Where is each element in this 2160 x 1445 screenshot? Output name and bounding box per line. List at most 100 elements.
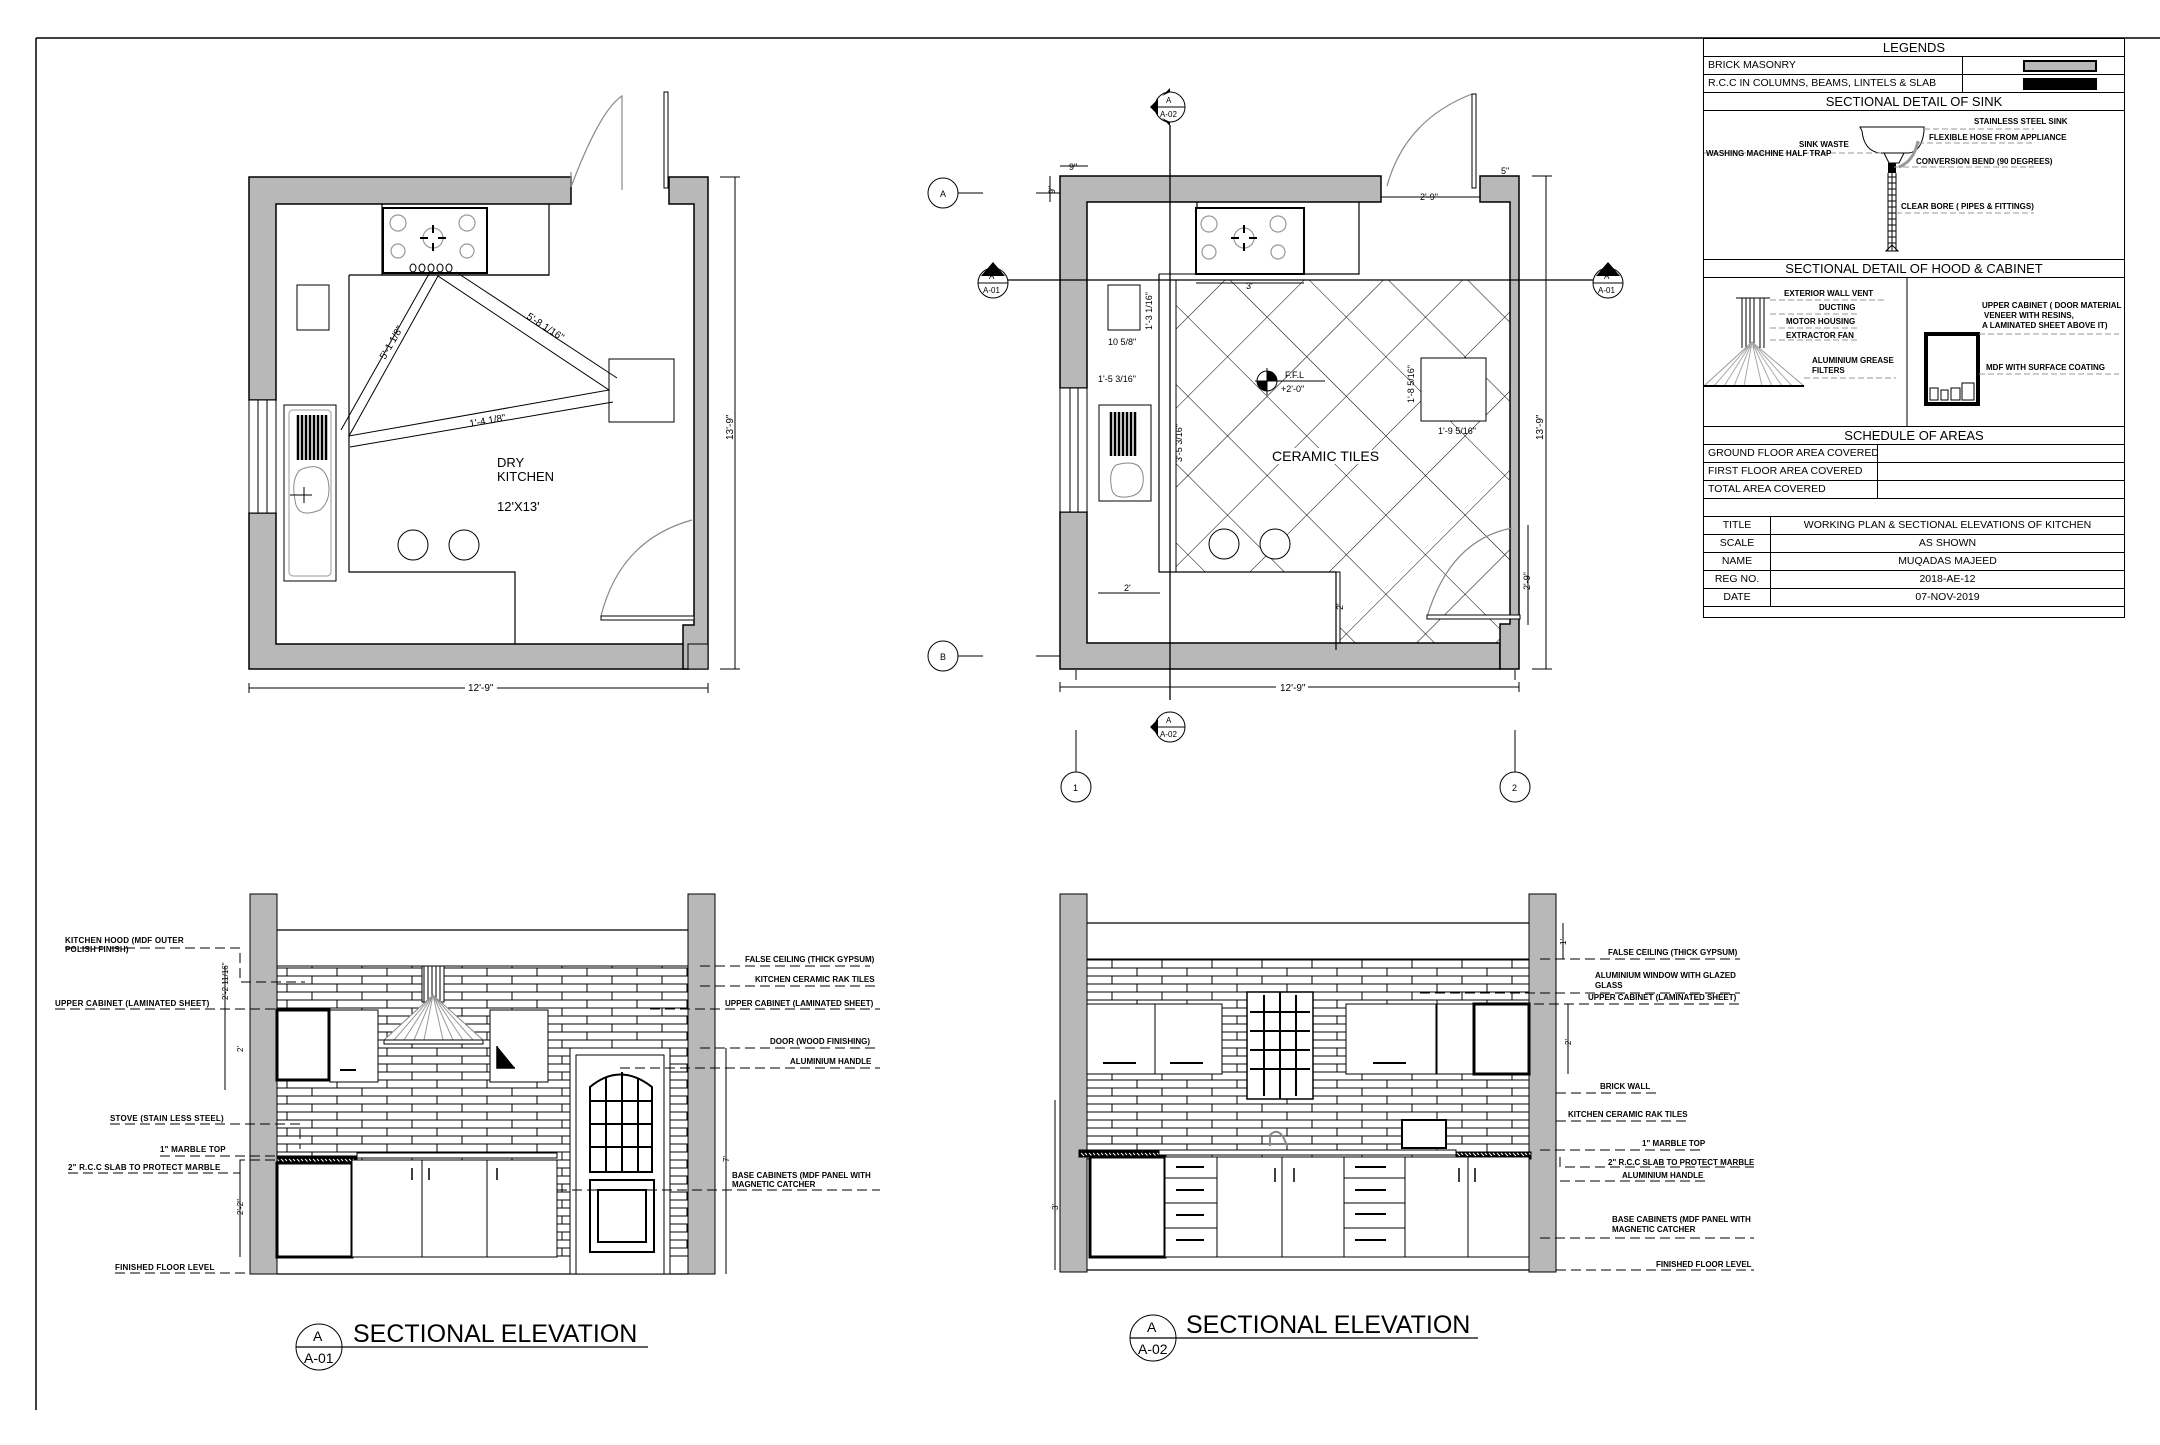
hood-cabinet-detail: EXTERIOR WALL VENT DUCTING MOTOR HOUSING…	[1704, 278, 2124, 427]
room-size: 12'X13'	[497, 499, 540, 514]
title-block-footer	[1704, 607, 2124, 617]
svg-text:FINISHED FLOOR LEVEL: FINISHED FLOOR LEVEL	[115, 1263, 215, 1272]
svg-text:+2'-0": +2'-0"	[1281, 384, 1304, 394]
svg-text:2'-2": 2'-2"	[236, 1199, 245, 1215]
svg-text:A-02: A-02	[1138, 1341, 1168, 1357]
svg-text:DOOR (WOOD FINISHING): DOOR (WOOD FINISHING)	[770, 1037, 870, 1046]
svg-text:2" R.C.C SLAB TO PROTECT MARBL: 2" R.C.C SLAB TO PROTECT MARBLE	[1608, 1158, 1755, 1167]
svg-text:UPPER CABINET (LAMINATED SHEET: UPPER CABINET (LAMINATED SHEET)	[55, 999, 210, 1008]
room-name: DRY	[497, 455, 525, 470]
svg-text:FINISHED FLOOR LEVEL: FINISHED FLOOR LEVEL	[1656, 1260, 1752, 1269]
plan-left: 5'-1 1/8" 5'-8 1/16" 1'-4 1/8" DRY KITCH…	[248, 91, 740, 694]
info-row-regno: REG NO.2018-AE-12	[1704, 571, 2124, 589]
svg-text:A-01: A-01	[304, 1350, 334, 1366]
elevation-right: FALSE CEILING (THICK GYPSUM) ALUMINIUM W…	[1051, 893, 1755, 1273]
svg-text:ALUMINIUM GREASE: ALUMINIUM GREASE	[1812, 356, 1894, 365]
svg-text:POLISH FINISH): POLISH FINISH)	[65, 945, 129, 954]
svg-text:1'-3 1/16": 1'-3 1/16"	[1144, 292, 1154, 330]
svg-text:DUCTING: DUCTING	[1819, 303, 1855, 312]
svg-text:1'-5 3/16": 1'-5 3/16"	[1098, 374, 1136, 384]
svg-text:UPPER CABINET (LAMINATED SHEET: UPPER CABINET (LAMINATED SHEET)	[1588, 993, 1737, 1002]
svg-text:1': 1'	[1559, 939, 1568, 945]
svg-text:2" R.C.C SLAB TO PROTECT MARBL: 2" R.C.C SLAB TO PROTECT MARBLE	[68, 1163, 221, 1172]
grid-1: 1	[1073, 783, 1078, 793]
svg-text:1" MARBLE TOP: 1" MARBLE TOP	[160, 1145, 226, 1154]
area-row: TOTAL AREA COVERED	[1704, 481, 2124, 499]
svg-text:A-01: A-01	[1598, 286, 1615, 295]
hood-header: SECTIONAL DETAIL OF HOOD & CABINET	[1704, 260, 2124, 278]
rcc-swatch	[2023, 77, 2097, 90]
section-marker-a02-bottom: A A-02	[1150, 711, 1186, 743]
svg-text:2': 2'	[1124, 583, 1131, 593]
legend-row-brick: BRICK MASONRY	[1704, 57, 2124, 75]
area-row: GROUND FLOOR AREA COVERED	[1704, 445, 2124, 463]
svg-text:A: A	[1166, 96, 1172, 105]
svg-text:UPPER CABINET ( DOOR MATERIAL: UPPER CABINET ( DOOR MATERIAL	[1982, 301, 2122, 310]
svg-text:13'-9": 13'-9"	[1535, 414, 1546, 440]
svg-text:EXTRACTOR FAN: EXTRACTOR FAN	[1786, 331, 1854, 340]
svg-text:1'-4 1/8": 1'-4 1/8"	[469, 413, 507, 430]
svg-text:FILTERS: FILTERS	[1812, 366, 1845, 375]
sink-detail: STAINLESS STEEL SINK SINK WASTE FLEXIBLE…	[1704, 111, 2124, 260]
area-row: FIRST FLOOR AREA COVERED	[1704, 463, 2124, 481]
section-marker-a02-top: AA-02	[1150, 88, 1186, 126]
svg-text:7': 7'	[722, 1156, 731, 1162]
svg-text:BRICK WALL: BRICK WALL	[1600, 1082, 1650, 1091]
svg-text:A: A	[313, 1328, 323, 1344]
legend-row-rcc: R.C.C IN COLUMNS, BEAMS, LINTELS & SLAB	[1704, 75, 2124, 93]
svg-text:CONVERSION BEND (90 DEGREES): CONVERSION BEND (90 DEGREES)	[1916, 157, 2053, 166]
svg-text:WASHING MACHINE HALF TRAP: WASHING MACHINE HALF TRAP	[1706, 149, 1832, 158]
svg-text:KITCHEN: KITCHEN	[497, 469, 554, 484]
svg-text:2': 2'	[1335, 603, 1345, 610]
svg-text:MAGNETIC CATCHER: MAGNETIC CATCHER	[732, 1180, 816, 1189]
spacer-row	[1704, 499, 2124, 517]
svg-text:5": 5"	[1501, 166, 1509, 176]
svg-text:12'-9": 12'-9"	[468, 683, 494, 694]
svg-text:FALSE CEILING (THICK GYPSUM): FALSE CEILING (THICK GYPSUM)	[745, 955, 875, 964]
areas-header: SCHEDULE OF AREAS	[1704, 427, 2124, 445]
elevation-left: KITCHEN HOOD (MDF OUTER POLISH FINISH) U…	[55, 893, 880, 1275]
section-marker-a01-left: AA-01	[977, 262, 1009, 299]
svg-text:STAINLESS STEEL SINK: STAINLESS STEEL SINK	[1974, 117, 2068, 126]
legends-header: LEGENDS	[1704, 39, 2124, 57]
svg-text:FALSE CEILING (THICK GYPSUM): FALSE CEILING (THICK GYPSUM)	[1608, 948, 1738, 957]
grid-a: A	[940, 189, 946, 199]
svg-text:A LAMINATED SHEET ABOVE IT): A LAMINATED SHEET ABOVE IT)	[1982, 321, 2108, 330]
svg-text:A-02: A-02	[1160, 730, 1177, 739]
svg-text:F.F.L: F.F.L	[1285, 370, 1304, 380]
svg-text:BASE CABINETS (MDF PANEL WITH: BASE CABINETS (MDF PANEL WITH	[732, 1171, 871, 1180]
grid-b: B	[940, 652, 946, 662]
svg-text:GLASS: GLASS	[1595, 981, 1623, 990]
svg-text:5'-8 1/16": 5'-8 1/16"	[524, 311, 566, 343]
svg-text:VENEER WITH RESINS,: VENEER WITH RESINS,	[1984, 311, 2074, 320]
svg-text:MDF WITH SURFACE COATING: MDF WITH SURFACE COATING	[1986, 363, 2105, 372]
plan-right: F.F.L +2'-0" CERAMIC TILES 12'-9" 13'-9"…	[927, 88, 1624, 803]
svg-text:12'-9": 12'-9"	[1280, 683, 1306, 694]
svg-text:ALUMINIUM HANDLE: ALUMINIUM HANDLE	[790, 1057, 872, 1066]
svg-text:ALUMINIUM WINDOW WITH GLAZED: ALUMINIUM WINDOW WITH GLAZED	[1595, 971, 1736, 980]
title-block: LEGENDS BRICK MASONRY R.C.C IN COLUMNS, …	[1703, 38, 2125, 618]
svg-text:A: A	[1166, 716, 1172, 725]
svg-text:KITCHEN CERAMIC RAK TILES: KITCHEN CERAMIC RAK TILES	[755, 975, 875, 984]
sink-detail-drawing: STAINLESS STEEL SINK SINK WASTE FLEXIBLE…	[1704, 117, 2068, 252]
svg-text:UPPER CABINET (LAMINATED SHEET: UPPER CABINET (LAMINATED SHEET)	[725, 999, 874, 1008]
svg-text:SINK WASTE: SINK WASTE	[1799, 140, 1849, 149]
svg-text:MOTOR HOUSING: MOTOR HOUSING	[1786, 317, 1855, 326]
floor-label: CERAMIC TILES	[1272, 448, 1379, 464]
svg-text:1" MARBLE TOP: 1" MARBLE TOP	[1642, 1139, 1706, 1148]
svg-text:1'-8 5/16": 1'-8 5/16"	[1406, 365, 1416, 403]
elevation-title-right: SECTIONAL ELEVATION	[1186, 1311, 1470, 1339]
svg-text:9": 9"	[1069, 162, 1077, 172]
svg-text:EXTERIOR WALL VENT: EXTERIOR WALL VENT	[1784, 289, 1873, 298]
svg-text:10 5/8": 10 5/8"	[1108, 337, 1136, 347]
svg-text:2'-2 11/16": 2'-2 11/16"	[221, 962, 230, 1000]
svg-text:3'-5 3/16": 3'-5 3/16"	[1174, 424, 1184, 462]
brick-swatch	[2023, 59, 2097, 72]
elevation-tag-a01: A A-01 SECTIONAL ELEVATION	[295, 1320, 648, 1371]
hood-cabinet-drawing: EXTERIOR WALL VENT DUCTING MOTOR HOUSING…	[1704, 278, 2122, 426]
svg-text:A: A	[1604, 272, 1610, 281]
svg-text:MAGNETIC CATCHER: MAGNETIC CATCHER	[1612, 1225, 1696, 1234]
